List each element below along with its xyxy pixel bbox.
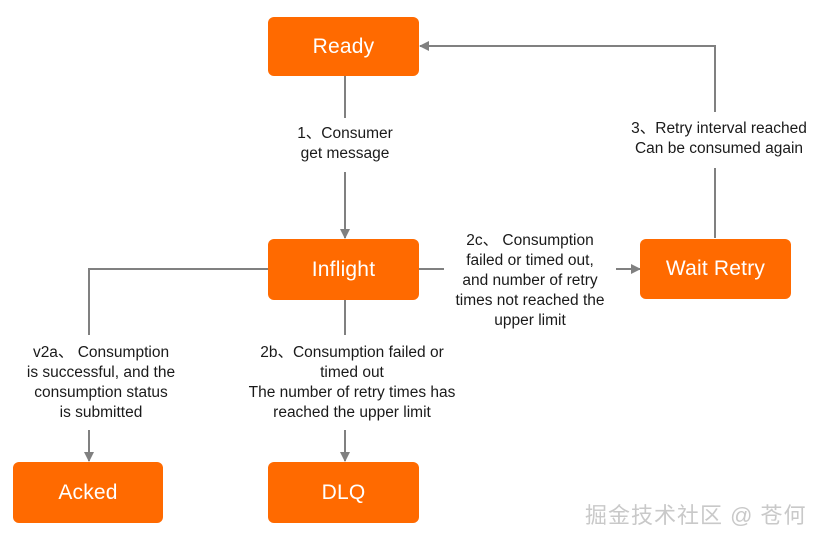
label-consumption-failed-dlq: 2b、Consumption failed or timed out The n… (248, 344, 456, 421)
node-acked: Acked (13, 462, 163, 523)
label-get-message: 1、Consumer get message (297, 125, 393, 162)
node-ready: Ready (268, 17, 419, 76)
label-consumption-failed-retry: 2c、 Consumption failed or timed out, and… (455, 232, 605, 329)
node-inflight: Inflight (268, 239, 419, 300)
node-wait-retry: Wait Retry (640, 239, 791, 299)
watermark: 掘金技术社区 @ 苍何 (585, 503, 807, 528)
edge-inflight-to-acked-upper (88, 268, 268, 335)
label-retry-interval-reached: 3、Retry interval reached Can be consumed… (631, 120, 807, 157)
label-consumption-successful: v2a、 Consumption is successful, and the … (26, 344, 176, 421)
node-dlq: DLQ (268, 462, 419, 523)
edge-waitretry-to-ready (419, 41, 716, 112)
